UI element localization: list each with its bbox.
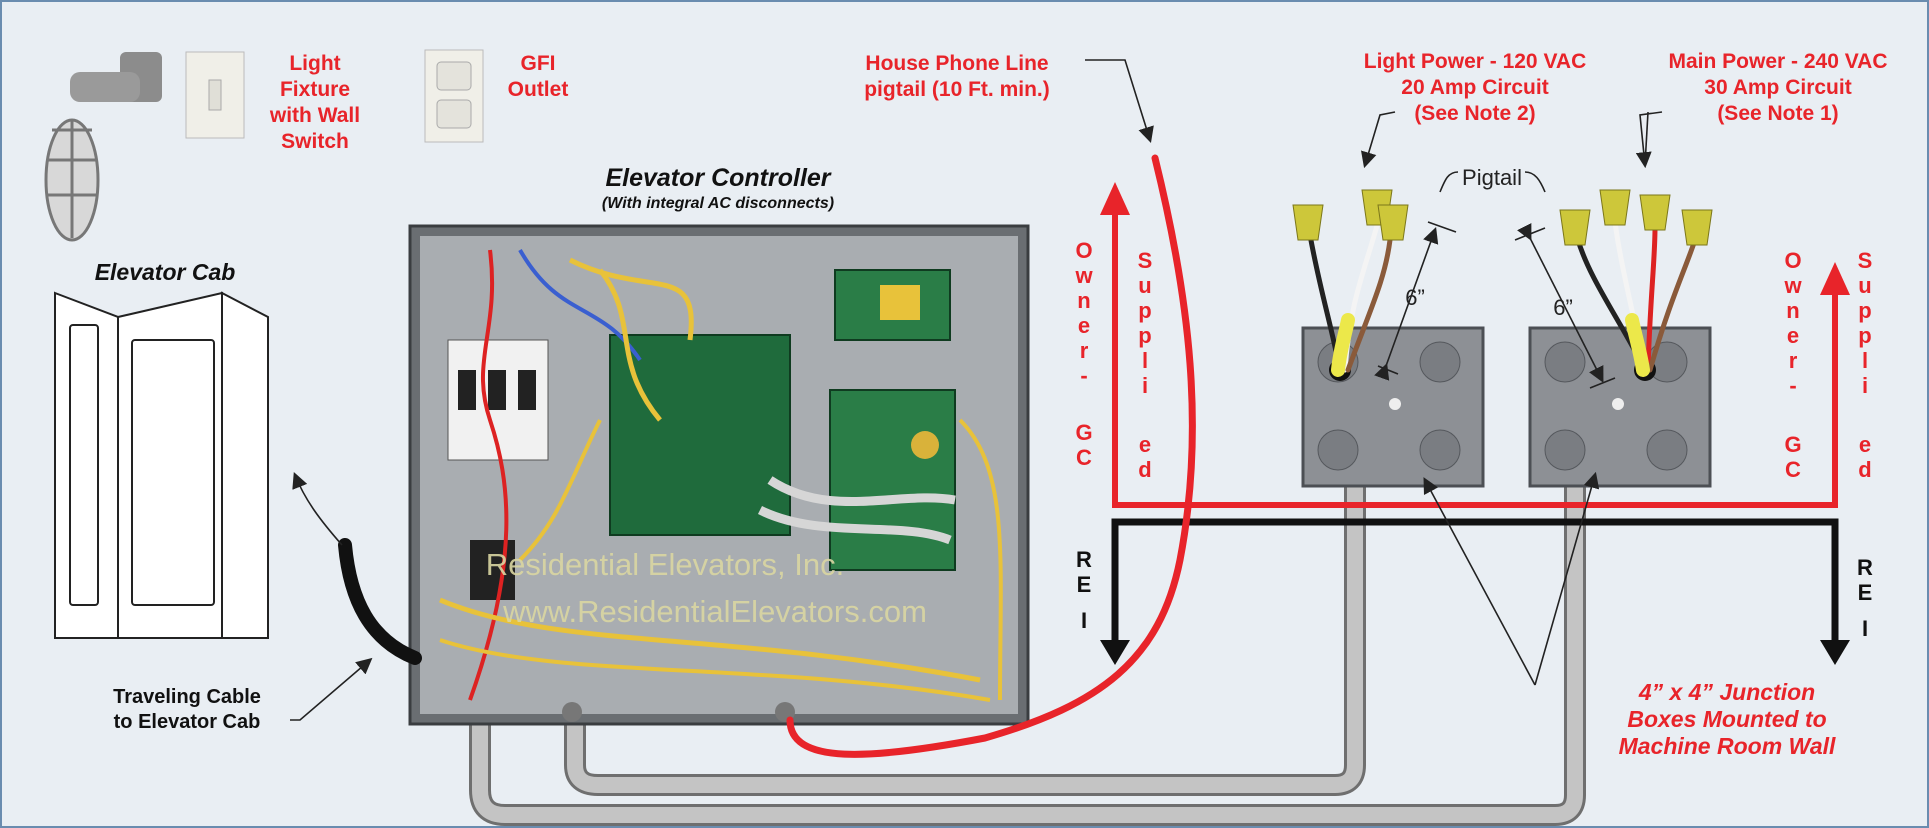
svg-text:d: d xyxy=(1858,457,1871,482)
gfi-outlet-label-line2: Outlet xyxy=(508,78,569,101)
house-phone-line xyxy=(786,154,1196,758)
svg-text:e: e xyxy=(1787,323,1799,348)
svg-text:O: O xyxy=(1075,238,1092,263)
rei-left: R E I xyxy=(1076,547,1092,633)
elevator-controller xyxy=(408,224,1030,726)
light-power-label: Light Power - 120 VAC 20 Amp Circuit (Se… xyxy=(1364,50,1586,125)
main-power-label-line3: (See Note 1) xyxy=(1717,102,1838,125)
junction-boxes-label-line1: 4” x 4” Junction xyxy=(1638,679,1815,705)
svg-text:C: C xyxy=(1076,445,1092,470)
svg-text:-: - xyxy=(1080,363,1087,388)
svg-text:e: e xyxy=(1859,432,1871,457)
svg-text:u: u xyxy=(1858,273,1871,298)
svg-text:n: n xyxy=(1786,298,1799,323)
elevator-cab xyxy=(54,291,269,639)
rei-right: R E I xyxy=(1857,555,1873,641)
svg-text:u: u xyxy=(1138,273,1151,298)
light-power-label-line2: 20 Amp Circuit xyxy=(1401,76,1548,99)
house-phone-label-line1: House Phone Line xyxy=(865,52,1048,75)
light-fixture-label-line3: with Wall xyxy=(269,104,360,127)
svg-text:O: O xyxy=(1784,248,1801,273)
traveling-cable-label: Traveling Cable to Elevator Cab xyxy=(113,686,261,733)
gfi-outlet-label: GFI Outlet xyxy=(508,52,569,101)
svg-text:C: C xyxy=(1785,457,1801,482)
svg-text:-: - xyxy=(1789,373,1796,398)
svg-text:w: w xyxy=(1783,273,1802,298)
junction-box-left xyxy=(1301,326,1485,488)
gfi-outlet-label-line1: GFI xyxy=(521,52,556,75)
owner-gc-left: O w n e r - G C xyxy=(1074,238,1093,470)
pigtail-wires-right xyxy=(1559,189,1713,377)
house-phone-label: House Phone Line pigtail (10 Ft. min.) xyxy=(864,52,1050,101)
traveling-cable-label-line2: to Elevator Cab xyxy=(114,711,261,733)
light-power-label-line1: Light Power - 120 VAC xyxy=(1364,50,1586,73)
controller-subtitle: (With integral AC disconnects) xyxy=(602,195,834,212)
contactor xyxy=(470,540,515,600)
svg-text:R: R xyxy=(1857,555,1873,580)
junction-boxes-label-line2: Boxes Mounted to xyxy=(1627,706,1826,732)
svg-text:n: n xyxy=(1077,288,1090,313)
svg-text:S: S xyxy=(1138,248,1153,273)
svg-text:p: p xyxy=(1138,323,1151,348)
traveling-cable-label-line1: Traveling Cable xyxy=(113,686,261,708)
light-fixture-icon xyxy=(44,52,162,242)
light-fixture-label-line2: Fixture xyxy=(280,78,350,101)
svg-text:w: w xyxy=(1074,263,1093,288)
svg-text:G: G xyxy=(1075,420,1092,445)
svg-text:G: G xyxy=(1784,432,1801,457)
main-power-label-line1: Main Power - 240 VAC xyxy=(1668,50,1887,73)
main-circuit-board xyxy=(609,334,791,536)
main-power-label: Main Power - 240 VAC 30 Amp Circuit (See… xyxy=(1668,50,1887,125)
light-power-label-line3: (See Note 2) xyxy=(1414,102,1535,125)
junction-box-right xyxy=(1528,326,1712,488)
dimension-lines xyxy=(1374,221,1616,389)
svg-text:E: E xyxy=(1858,580,1873,605)
elevator-cab-label: Elevator Cab xyxy=(95,259,236,285)
svg-text:p: p xyxy=(1858,298,1871,323)
rei-line xyxy=(1100,518,1850,665)
owner-supplied-line xyxy=(1100,182,1850,508)
watermark-url: www.ResidentialElevators.com xyxy=(502,594,927,629)
junction-boxes-label-line3: Machine Room Wall xyxy=(1619,733,1836,759)
svg-text:r: r xyxy=(1789,348,1798,373)
svg-text:p: p xyxy=(1138,298,1151,323)
light-fixture-label-line1: Light xyxy=(289,52,340,75)
owner-gc-right: O w n e r - G C xyxy=(1783,248,1802,482)
svg-text:p: p xyxy=(1858,323,1871,348)
svg-text:I: I xyxy=(1081,608,1087,633)
pigtail-label: Pigtail xyxy=(1462,165,1522,190)
six-inch-right: 6” xyxy=(1553,295,1573,320)
svg-text:e: e xyxy=(1139,432,1151,457)
watermark: Residential Elevators, Inc. www.Resident… xyxy=(486,547,927,629)
conduit-lines xyxy=(469,474,1586,826)
secondary-circuit-board xyxy=(829,389,956,571)
svg-text:I: I xyxy=(1862,616,1868,641)
svg-text:i: i xyxy=(1142,373,1148,398)
svg-text:l: l xyxy=(1862,348,1868,373)
leader-arrows xyxy=(1085,59,1663,686)
watermark-company: Residential Elevators, Inc. xyxy=(486,547,844,582)
junction-boxes-label: 4” x 4” Junction Boxes Mounted to Machin… xyxy=(1619,679,1836,759)
wall-switch-icon xyxy=(185,51,245,139)
gfi-outlet-icon xyxy=(424,49,484,143)
controller-title: Elevator Controller xyxy=(605,164,831,192)
supplied-left: S u p p l i e d xyxy=(1138,248,1153,482)
svg-text:d: d xyxy=(1138,457,1151,482)
svg-text:i: i xyxy=(1862,373,1868,398)
svg-text:S: S xyxy=(1858,248,1873,273)
light-fixture-label-line4: Switch xyxy=(281,130,349,153)
svg-text:e: e xyxy=(1078,313,1090,338)
svg-text:l: l xyxy=(1142,348,1148,373)
supplied-right: S u p p l i e d xyxy=(1858,248,1873,482)
traveling-cable xyxy=(338,538,422,665)
six-inch-left: 6” xyxy=(1405,285,1425,310)
svg-text:E: E xyxy=(1077,572,1092,597)
svg-text:r: r xyxy=(1080,338,1089,363)
light-fixture-label: Light Fixture with Wall Switch xyxy=(269,52,360,153)
house-phone-label-line2: pigtail (10 Ft. min.) xyxy=(864,78,1050,101)
main-power-label-line2: 30 Amp Circuit xyxy=(1704,76,1851,99)
svg-text:R: R xyxy=(1076,547,1092,572)
